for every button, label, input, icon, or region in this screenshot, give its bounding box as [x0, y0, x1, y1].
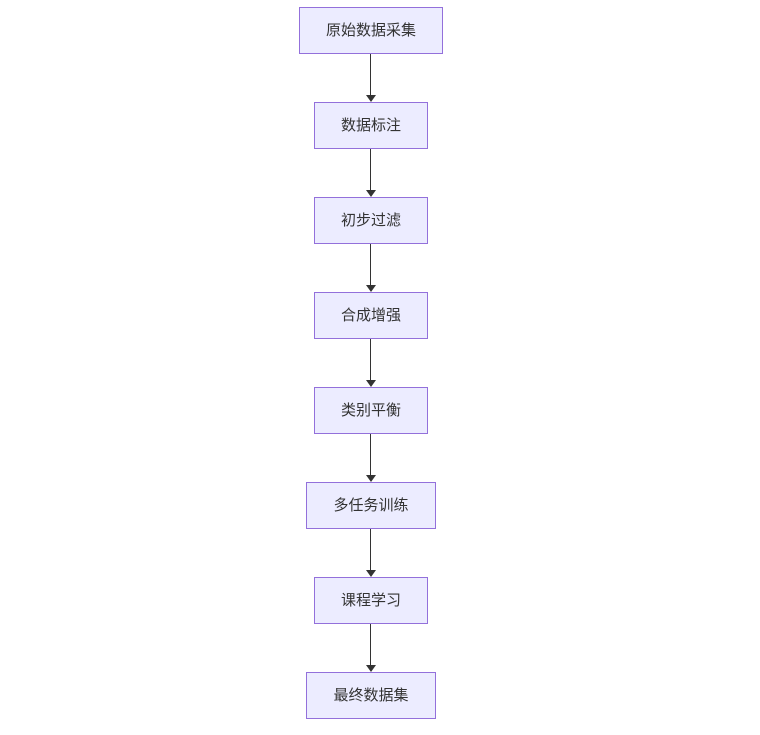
edge-line	[370, 149, 372, 190]
node-label: 初步过滤	[340, 212, 401, 229]
flow-edge-5	[365, 434, 376, 482]
edge-line	[370, 244, 372, 285]
flow-node-final-dataset: 最终数据集	[306, 672, 436, 719]
node-label: 最终数据集	[333, 687, 409, 704]
arrow-down-icon	[365, 190, 376, 197]
edge-line	[370, 529, 372, 570]
edge-line	[370, 624, 372, 665]
flowchart-column: 原始数据采集 数据标注 初步过滤 合成增强 类别平衡	[298, 7, 443, 719]
flow-node-data-annotation: 数据标注	[313, 102, 428, 149]
node-label: 原始数据采集	[325, 22, 416, 39]
flow-edge-2	[365, 149, 376, 197]
flow-node-multi-task-training: 多任务训练	[306, 482, 436, 529]
arrow-down-icon	[365, 95, 376, 102]
node-label: 合成增强	[340, 307, 401, 324]
flow-edge-7	[365, 624, 376, 672]
node-label: 数据标注	[340, 117, 401, 134]
arrow-down-icon	[365, 475, 376, 482]
flow-edge-6	[365, 529, 376, 577]
arrow-down-icon	[365, 380, 376, 387]
edge-line	[370, 54, 372, 95]
flow-edge-4	[365, 339, 376, 387]
arrow-down-icon	[365, 285, 376, 292]
arrow-down-icon	[365, 570, 376, 577]
flow-edge-3	[365, 244, 376, 292]
arrow-down-icon	[365, 665, 376, 672]
flow-edge-1	[365, 54, 376, 102]
flow-node-curriculum-learning: 课程学习	[313, 577, 428, 624]
edge-line	[370, 339, 372, 380]
flow-node-raw-data-collection: 原始数据采集	[298, 7, 443, 54]
flow-node-initial-filtering: 初步过滤	[313, 197, 428, 244]
node-label: 课程学习	[340, 592, 401, 609]
flow-node-class-balancing: 类别平衡	[313, 387, 428, 434]
node-label: 多任务训练	[333, 497, 409, 514]
node-label: 类别平衡	[340, 402, 401, 419]
flow-node-synthetic-augmentation: 合成增强	[313, 292, 428, 339]
edge-line	[370, 434, 372, 475]
